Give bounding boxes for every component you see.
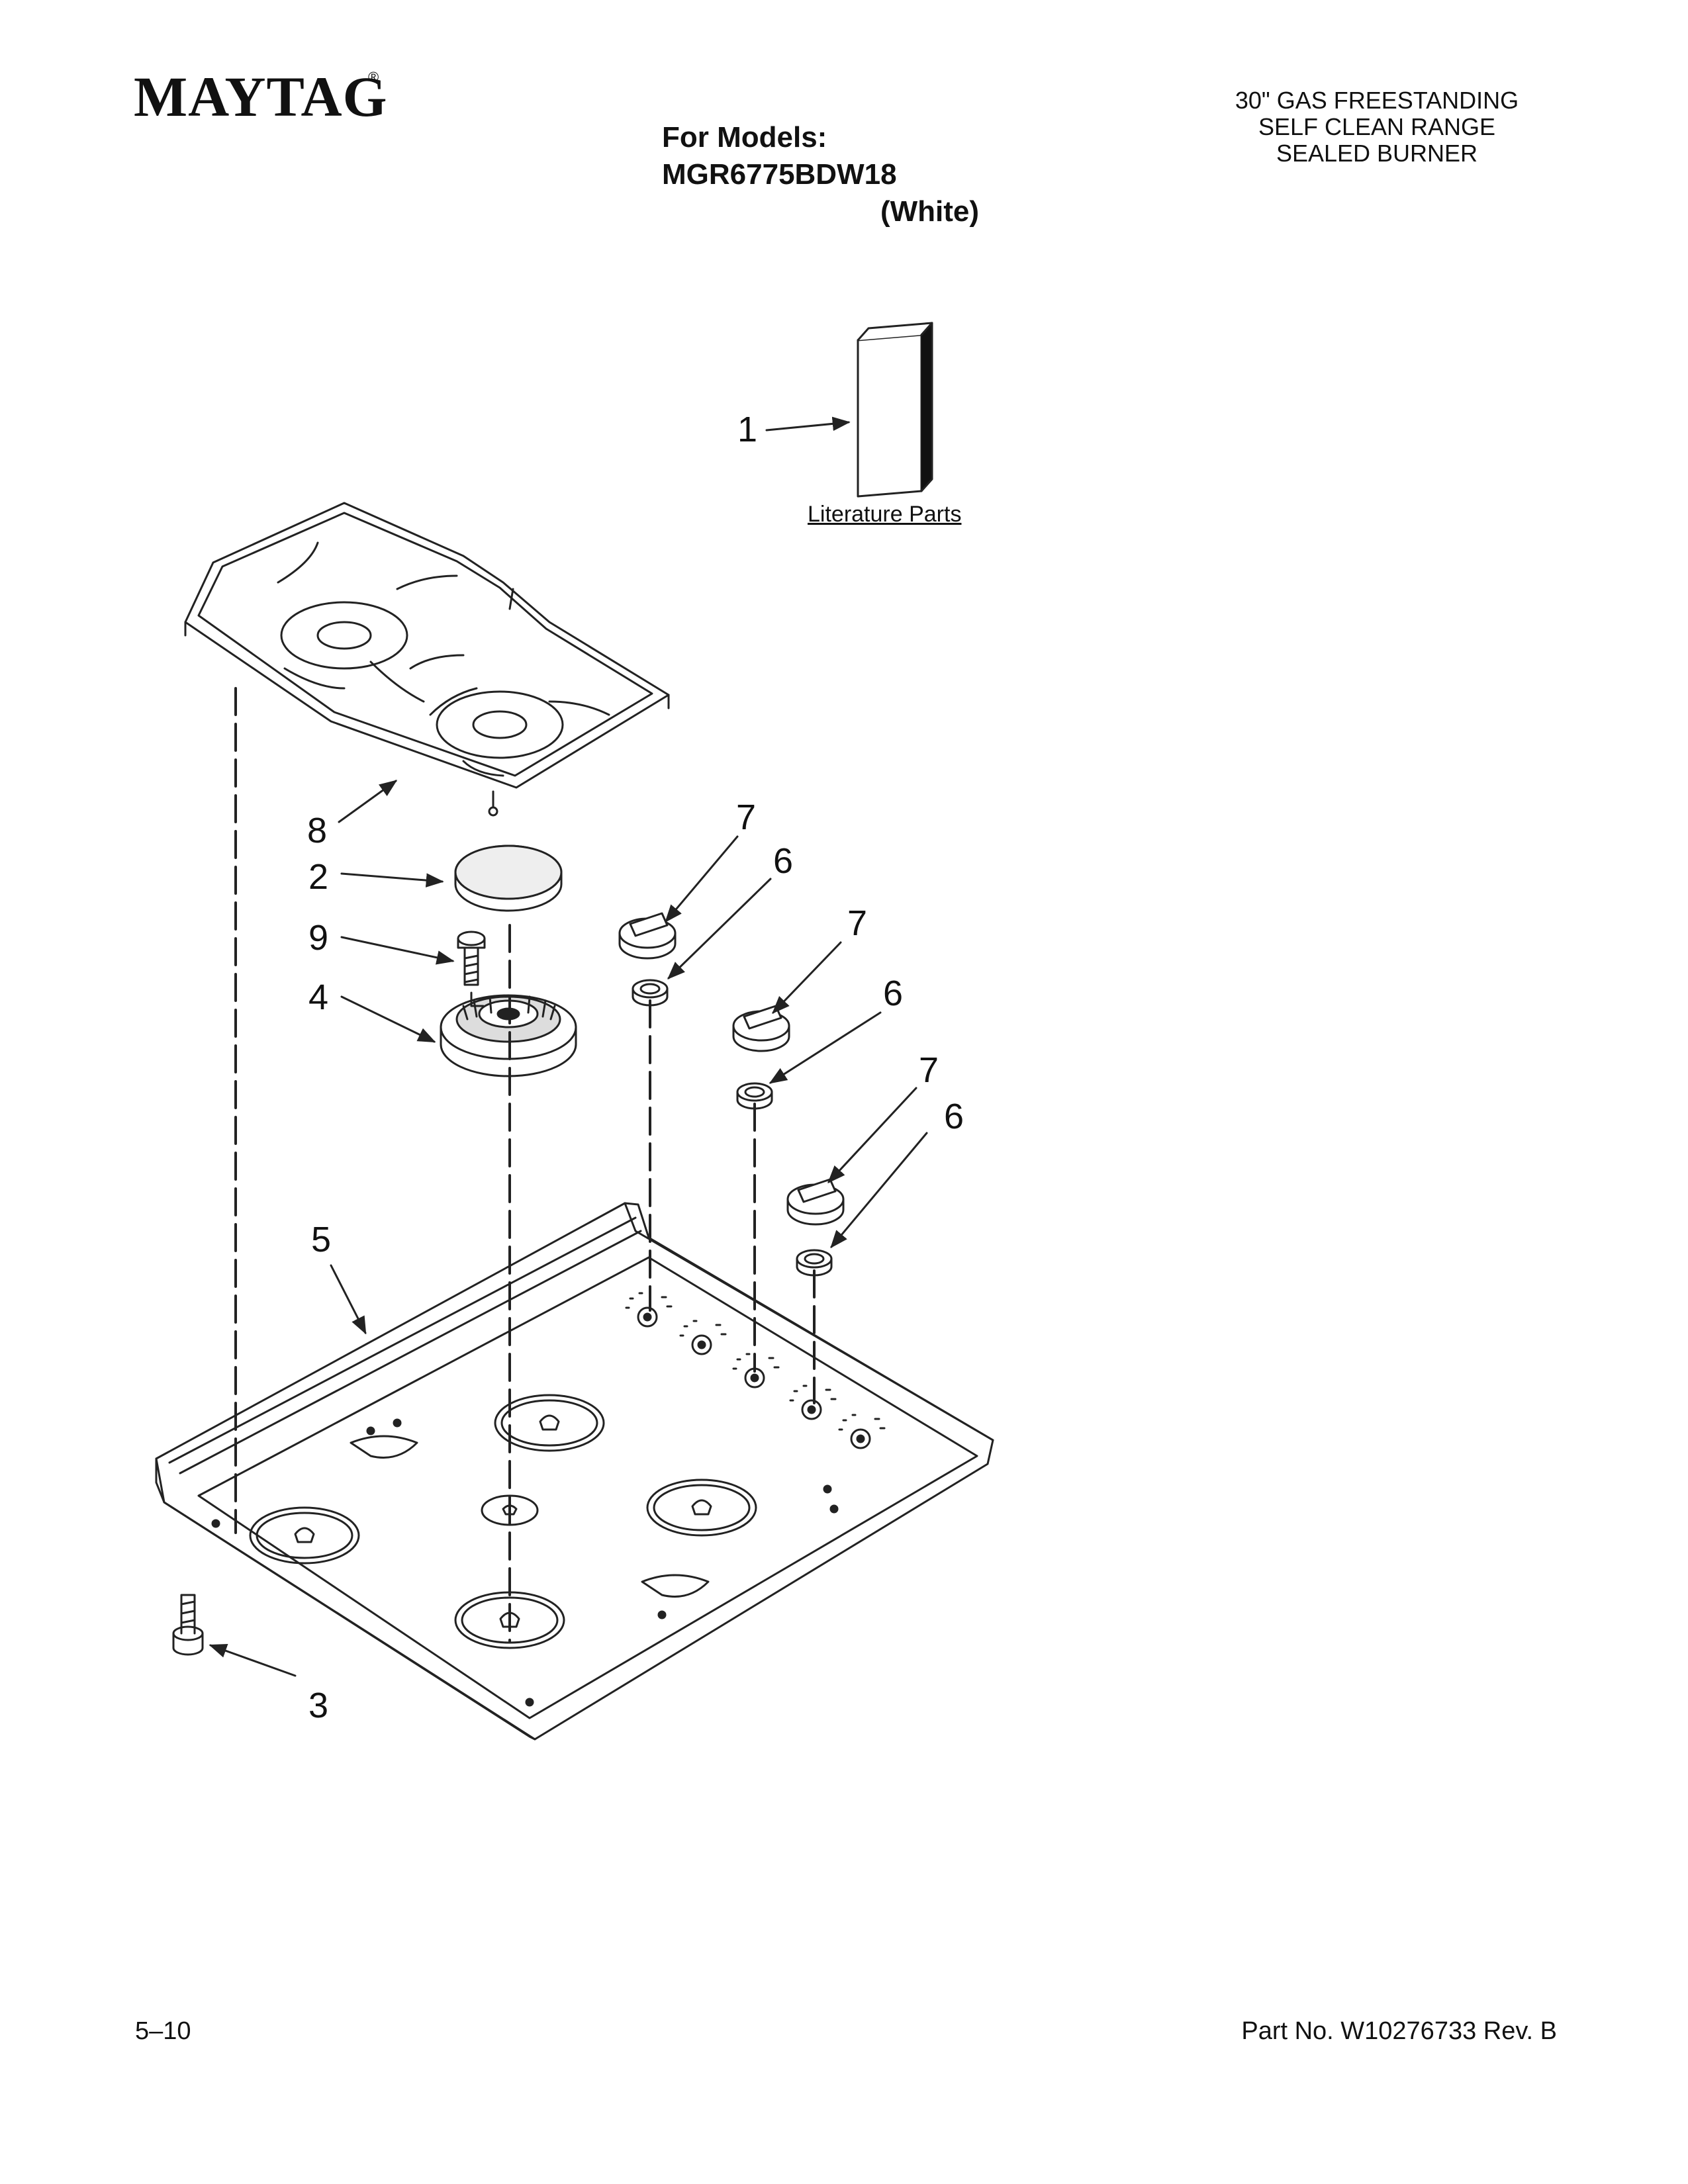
product-line-1: 30" GAS FREESTANDING: [1235, 87, 1519, 114]
callout-4: 4: [308, 978, 329, 1017]
product-line-3: SEALED BURNER: [1276, 140, 1478, 167]
leveling-leg: [172, 1594, 204, 1656]
part-number: Part No. W10276733 Rev. B: [1241, 2017, 1557, 2045]
callout-arrows: [209, 416, 928, 1677]
brand-name: MAYTAG: [134, 65, 388, 128]
callout-9: 9: [308, 918, 329, 958]
brand-logo: MAYTAG: [134, 64, 387, 130]
knob-bezel-1: [632, 979, 669, 1007]
callout-1: 1: [737, 410, 758, 449]
knob-bezel-2: [736, 1082, 773, 1110]
literature-parts-label: Literature Parts: [808, 502, 962, 527]
callout-6a: 6: [773, 841, 794, 881]
model-color: (White): [880, 195, 980, 228]
control-knob-2: [732, 1005, 790, 1052]
callout-6c: 6: [944, 1097, 964, 1136]
burner-cap: [454, 844, 563, 912]
cooktop-main-top: [155, 1202, 994, 1741]
burner-screw: [457, 931, 486, 986]
callout-8: 8: [307, 811, 328, 850]
model-heading: For Models: MGR6775BDW18 (White): [662, 119, 1033, 230]
callout-7b: 7: [847, 903, 868, 943]
product-line-2: SELF CLEAN RANGE: [1258, 113, 1496, 140]
callout-7c: 7: [919, 1050, 939, 1090]
callout-5: 5: [311, 1220, 332, 1259]
product-description: 30" GAS FREESTANDING SELF CLEAN RANGE SE…: [1165, 87, 1589, 167]
control-knob-1: [618, 912, 677, 960]
callout-6b: 6: [883, 974, 904, 1013]
callout-2: 2: [308, 857, 329, 897]
model-number: For Models: MGR6775BDW18: [662, 121, 897, 191]
alignment-lines: [234, 687, 816, 1643]
registered-mark: ®: [368, 69, 379, 85]
page-number: 5–10: [135, 2017, 191, 2045]
callout-3: 3: [308, 1686, 329, 1725]
control-knob-3: [786, 1178, 845, 1226]
burner-grate: [184, 502, 670, 817]
callout-7a: 7: [736, 797, 757, 837]
literature-parts-booklet: [857, 322, 933, 498]
